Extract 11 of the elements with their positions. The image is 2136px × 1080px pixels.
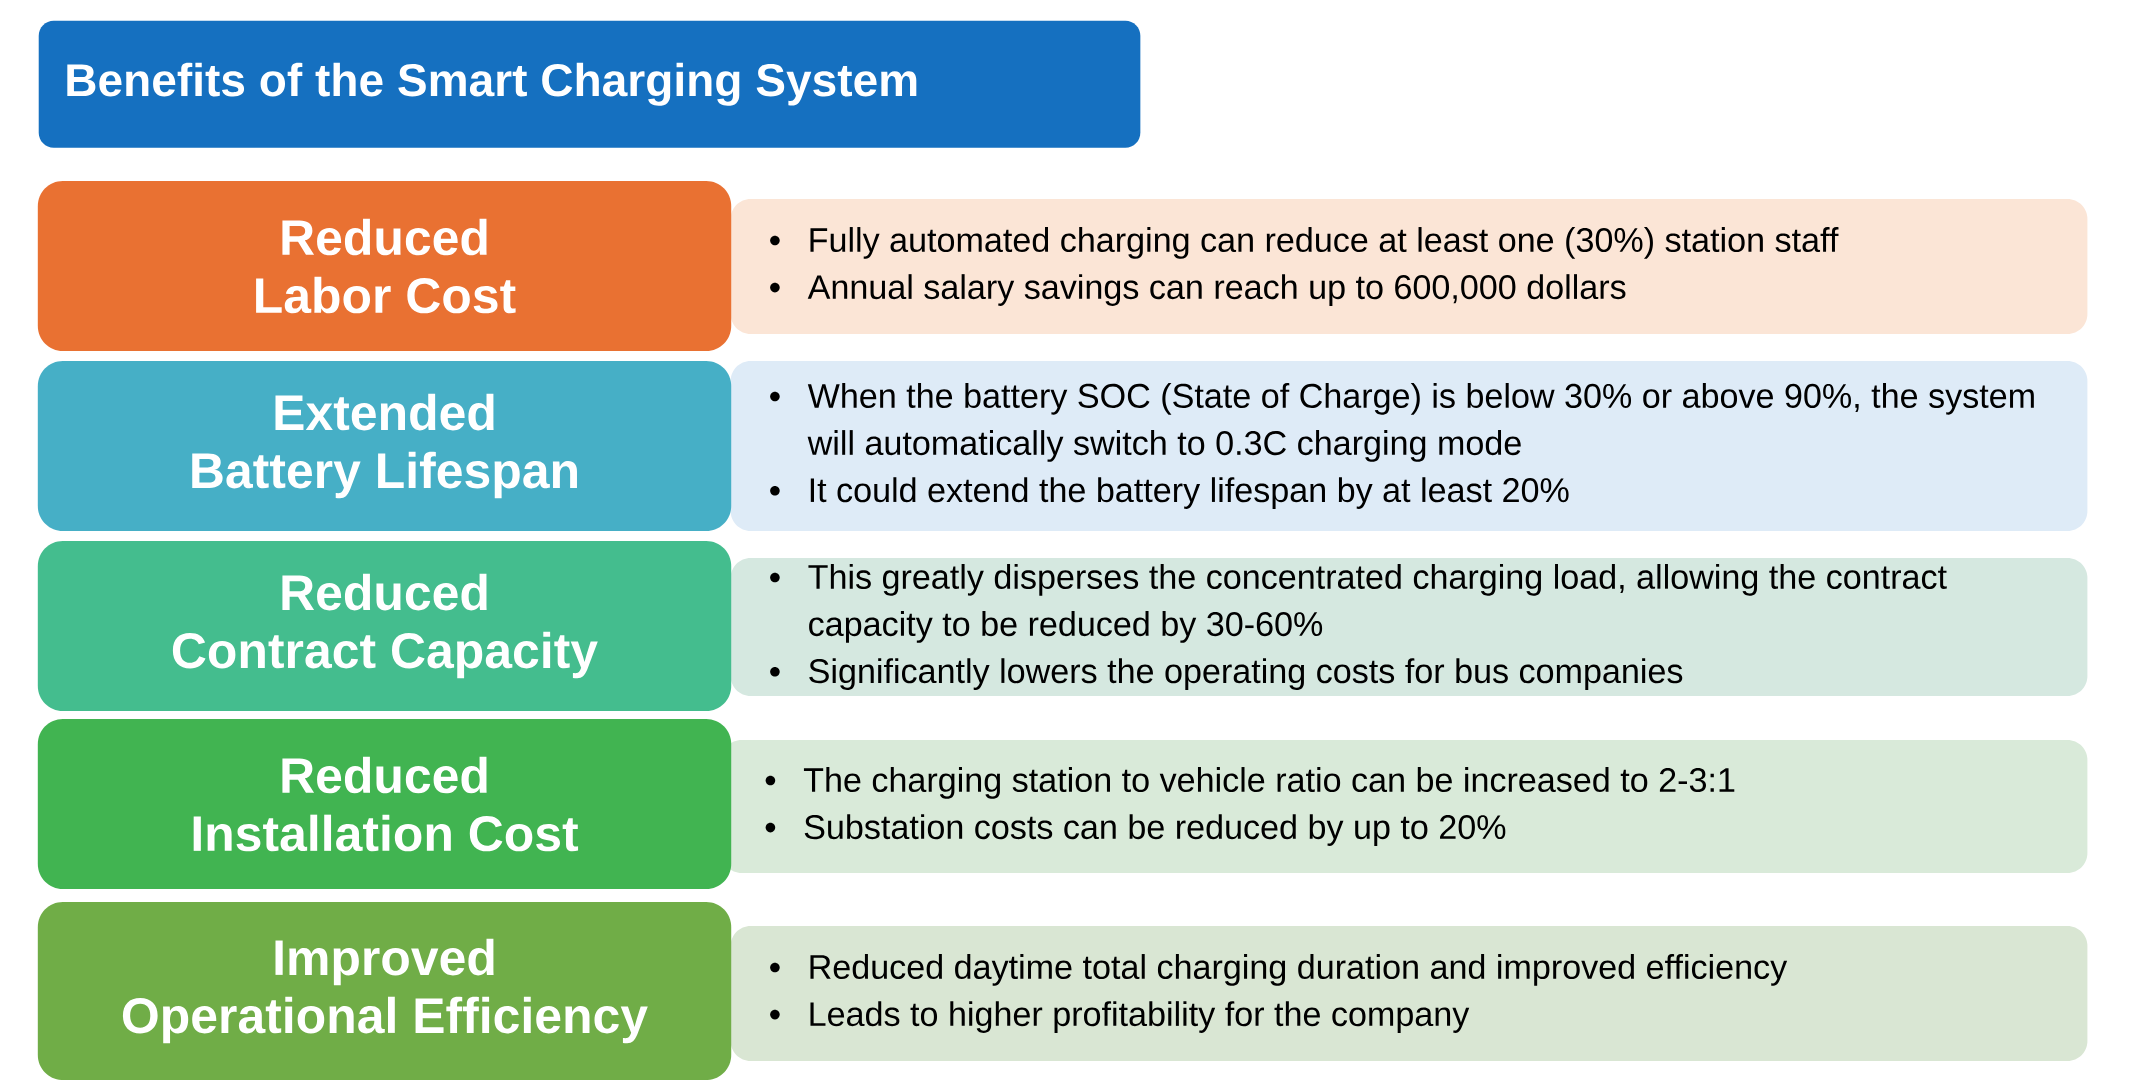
category-box: Improved Operational Efficiency: [37, 901, 732, 1080]
description-box: The charging station to vehicle ratio can be increased to 2-3:1 Substation costs can be reduced by up to 20%: [721, 739, 2088, 874]
title-banner: Benefits of the Smart Charging System: [38, 20, 1141, 148]
description-box: This greatly disperses the concentrated charging load, allowing the contract capacity to be reduced by 30-60% Significantly lowers the operating costs for bus companies: [730, 557, 2088, 697]
category-box: Reduced Installation Cost: [37, 718, 732, 890]
category-box: Extended Battery Lifespan: [37, 360, 732, 532]
description-box: When the battery SOC (State of Charge) is below 30% or above 90%, the system will automatically switch to 0.3C charging mode It could extend the battery lifespan by at least 20%: [730, 360, 2088, 532]
category-box: Reduced Labor Cost: [37, 180, 732, 352]
category-box: Reduced Contract Capacity: [37, 540, 732, 712]
description-box: Fully automated charging can reduce at least one (30%) station staff Annual salary savings can reach up to 600,000 dollars: [730, 198, 2088, 335]
description-box: Reduced daytime total charging duration and improved efficiency Leads to higher profitability for the company: [730, 925, 2088, 1062]
